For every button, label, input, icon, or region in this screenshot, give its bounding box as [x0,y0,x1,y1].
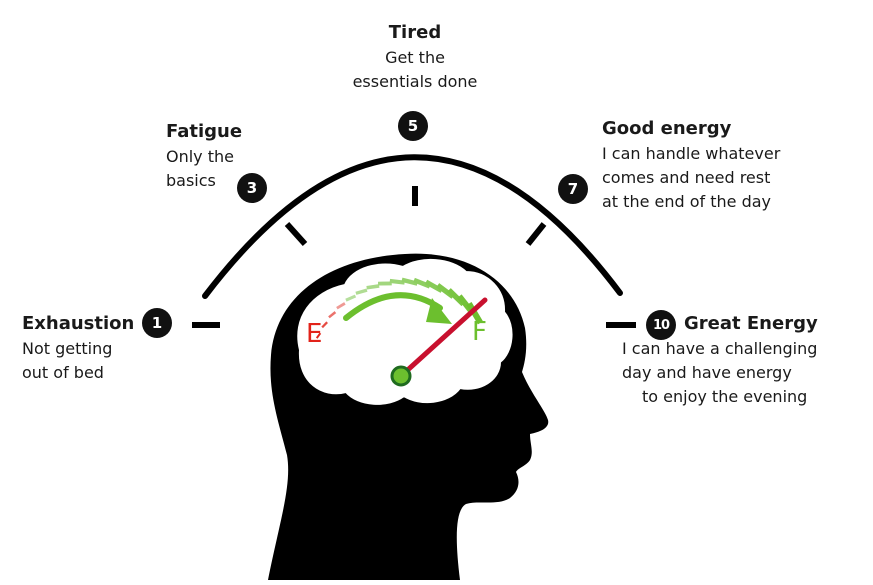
full-label: F [472,317,487,347]
level-great-energy: Great Energy I can have a challenging da… [622,311,818,409]
level-good-energy: Good energy I can handle whatever comes … [602,116,780,214]
level-badge-5: 5 [398,111,428,141]
gauge-dash [366,284,380,290]
level-description-line: Get the [385,48,445,67]
level-description-line: out of bed [22,363,104,382]
level-tired: Tired Get the essentials done [340,20,490,94]
level-title: Great Energy [684,313,818,334]
gauge-dash [466,302,484,325]
gauge-dash [345,294,357,302]
level-fatigue: Fatigue Only the basics [166,119,242,193]
gauge-dash [328,311,337,319]
level-description-line: I can have a challenging [622,339,818,358]
level-title: Fatigue [166,121,243,142]
level-title: Exhaustion [22,313,135,334]
level-badge-1: 1 [142,308,172,338]
level-badge-3: 3 [237,173,267,203]
curved-arrow-icon [343,292,452,324]
gauge-scale [315,277,484,339]
level-description-line: basics [166,171,216,190]
gauge-needle [398,297,488,379]
level-description-line: at the end of the day [602,192,772,211]
level-title: Good energy [602,118,732,139]
tick-7 [525,222,547,246]
gauge-dash [315,332,322,339]
gauge-dash [336,302,346,310]
gauge-dash [401,277,418,286]
level-description-line: to enjoy the evening [642,387,808,406]
energy-arc [202,154,623,299]
level-description-line: day and have energy [622,363,792,382]
head-silhouette-icon [268,253,549,581]
level-title: Tired [388,22,442,43]
level-description-line: I can handle whatever [602,144,781,163]
empty-label: E [306,319,322,349]
gauge-dash [355,288,368,295]
gauge-dash [389,278,405,285]
level-badge-10: 10 [646,310,676,340]
level-description-line: essentials done [352,72,478,91]
tick-3 [284,221,308,247]
level-description-line: Not getting [22,339,113,358]
level-description-line: Only the [166,147,234,166]
level-exhaustion: Exhaustion Not getting out of bed [22,311,134,385]
level-badge-7: 7 [558,174,588,204]
level-description-line: comes and need rest [602,168,771,187]
gauge-pivot [390,365,412,387]
gauge-dash [321,321,328,329]
